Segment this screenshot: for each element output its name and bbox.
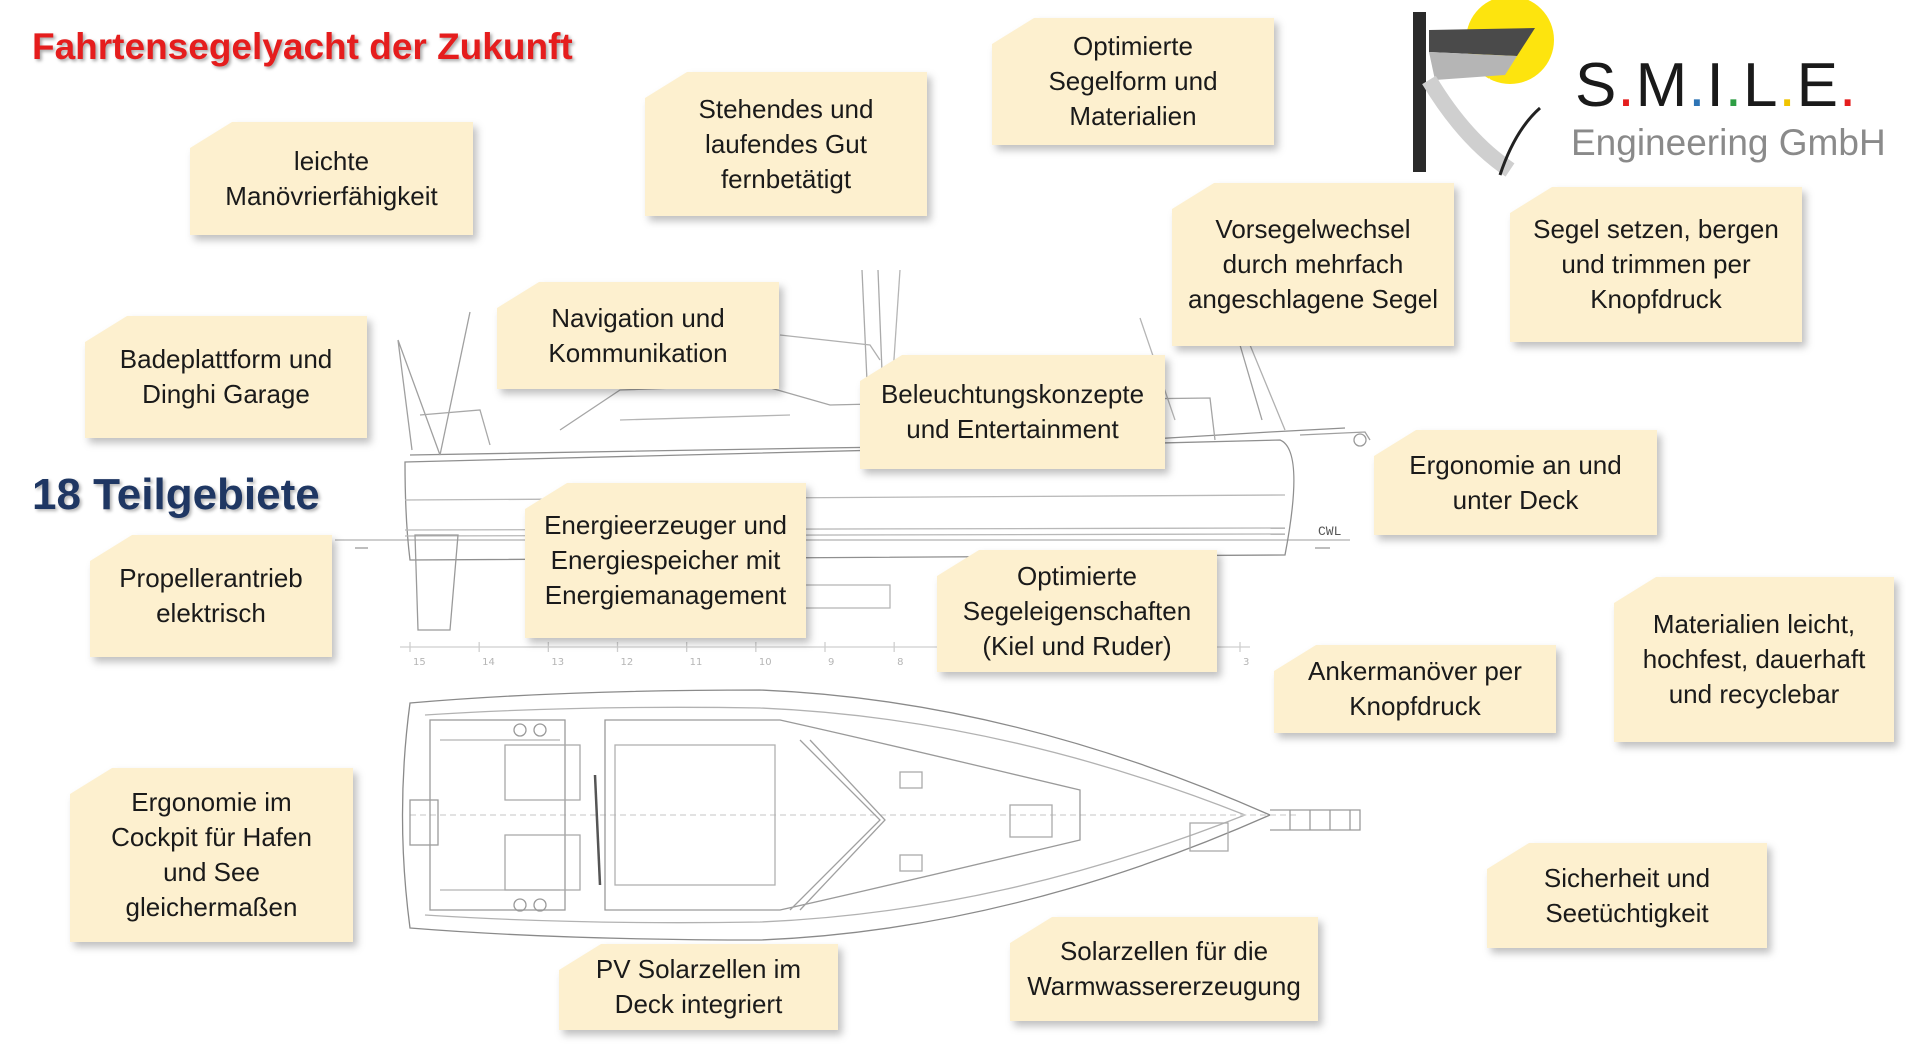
logo-dot: .	[1778, 51, 1797, 120]
waterline-label: CWL	[1318, 524, 1341, 539]
note-text: Beleuchtungskonzepte und Entertainment	[880, 379, 1145, 444]
note-text: Vorsegelwechsel durch mehrfach angeschla…	[1187, 214, 1439, 314]
logo-dot: .	[1724, 51, 1743, 120]
scale-tick-label: 10	[759, 657, 772, 668]
note-propellerantrieb: Propellerantrieb elektrisch	[90, 535, 332, 657]
note-text: leichte Manövrierfähigkeit	[225, 145, 438, 211]
note-ergonomie-deck: Ergonomie an und unter Deck	[1374, 430, 1657, 535]
note-text: Propellerantrieb elektrisch	[119, 563, 303, 628]
note-navigation: Navigation und Kommunikation	[497, 282, 779, 389]
note-ankermanoever: Ankermanöver per Knopfdruck	[1274, 645, 1556, 733]
note-text: Stehendes und laufendes Gut fernbetätigt	[698, 93, 874, 194]
scale-tick-label: 15	[413, 657, 426, 668]
scale-tick-label: 3	[1243, 657, 1249, 668]
logo-dot: .	[1688, 51, 1707, 120]
note-leichte-manoevrierfaehigkeit: leichte Manövrierfähigkeit	[190, 122, 473, 235]
subtitle: 18 Teilgebiete	[32, 470, 320, 519]
note-text: Navigation und Kommunikation	[548, 302, 728, 368]
note-sicherheit: Sicherheit und Seetüchtigkeit	[1487, 843, 1767, 948]
smile-logo: S.M.I.L.E. Engineering GmbH	[1405, 0, 1906, 185]
note-beleuchtungskonzepte: Beleuchtungskonzepte und Entertainment	[860, 355, 1165, 469]
note-text: Solarzellen für die Warmwassererzeugung	[1027, 936, 1301, 1001]
note-text: Sicherheit und Seetüchtigkeit	[1543, 862, 1711, 928]
note-text: Optimierte Segeleigenschaften (Kiel und …	[962, 560, 1192, 661]
note-text: Ergonomie im Cockpit für Hafen und See g…	[111, 787, 312, 922]
scale-tick-label: 12	[621, 657, 634, 668]
logo-dot: .	[1839, 51, 1858, 120]
note-text: Segel setzen, bergen und trimmen per Kno…	[1533, 214, 1779, 314]
plan-view	[401, 689, 1361, 941]
note-text: PV Solarzellen im Deck integriert	[595, 954, 802, 1019]
note-text: Materialien leicht, hochfest, dauerhaft …	[1642, 609, 1866, 709]
note-badeplattform: Badeplattform und Dinghi Garage	[85, 316, 367, 438]
note-text: Energieerzeuger und Energiespeicher mit …	[544, 510, 787, 610]
logo-dot: .	[1617, 51, 1636, 120]
note-text: Ergonomie an und unter Deck	[1409, 449, 1622, 515]
note-pv-solarzellen: PV Solarzellen im Deck integriert	[559, 944, 838, 1030]
note-text: Ankermanöver per Knopfdruck	[1308, 656, 1522, 721]
note-text: Badeplattform und Dinghi Garage	[119, 344, 333, 409]
logo-name: S.M.I.L.E.	[1575, 51, 1858, 120]
logo-subtitle: Engineering GmbH	[1571, 122, 1886, 163]
note-ergonomie-cockpit: Ergonomie im Cockpit für Hafen und See g…	[70, 768, 353, 942]
scale-tick-label: 13	[551, 657, 564, 668]
scale-tick-label: 14	[482, 657, 495, 668]
page-title: Fahrtensegelyacht der Zukunft	[32, 26, 573, 67]
note-vorsegelwechsel: Vorsegelwechsel durch mehrfach angeschla…	[1172, 183, 1454, 346]
logo-mark-icon	[1413, 0, 1554, 177]
scale-tick-label: 8	[897, 657, 903, 668]
scale-tick-label: 11	[690, 657, 703, 668]
scale-tick-label: 9	[828, 657, 834, 668]
note-segeleigenschaften: Optimierte Segeleigenschaften (Kiel und …	[937, 550, 1217, 672]
note-energieerzeuger: Energieerzeuger und Energiespeicher mit …	[525, 483, 806, 638]
note-text: Optimierte Segelform und Materialien	[1048, 31, 1218, 131]
note-solarzellen-warmwasser: Solarzellen für die Warmwassererzeugung	[1010, 917, 1318, 1021]
note-segel-setzen: Segel setzen, bergen und trimmen per Kno…	[1510, 187, 1802, 342]
note-materialien: Materialien leicht, hochfest, dauerhaft …	[1614, 577, 1894, 742]
note-optimierte-segelform: Optimierte Segelform und Materialien	[992, 18, 1274, 145]
note-stehendes-laufendes-gut: Stehendes und laufendes Gut fernbetätigt	[645, 72, 927, 216]
